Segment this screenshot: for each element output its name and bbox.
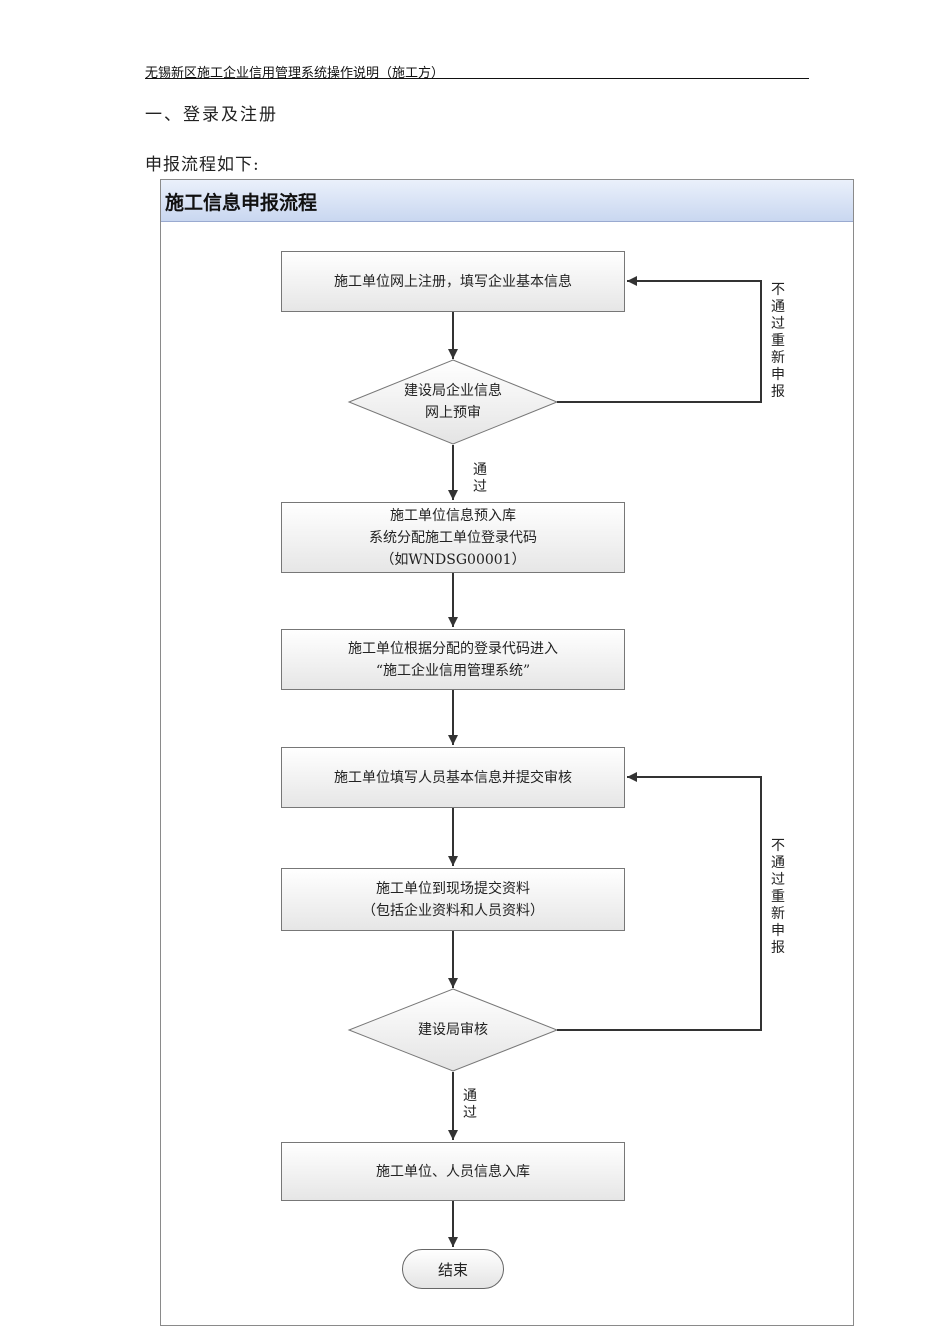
step-prestore-line2: 系统分配施工单位登录代码 <box>369 529 537 546</box>
step-store-info: 施工单位、人员信息入库 <box>281 1142 625 1201</box>
reject-label-1: 不通过重新申报 <box>771 282 785 400</box>
intro-text: 申报流程如下: <box>145 155 260 175</box>
prereview-decision-diamond <box>347 359 559 445</box>
header-divider <box>145 78 809 79</box>
document-header-title: 无锡新区施工企业信用管理系统操作说明（施工方） <box>145 66 445 81</box>
pass-label-2: 通过 <box>463 1088 477 1121</box>
step-prestore-line3: （如WNDSG00001） <box>380 551 526 568</box>
reject-label-2: 不通过重新申报 <box>771 838 785 956</box>
flowchart-title: 施工信息申报流程 <box>165 192 318 214</box>
prereview-label-line2: 网上预审 <box>425 405 481 421</box>
step-online-registration: 施工单位网上注册，填写企业基本信息 <box>281 251 625 312</box>
step-store-info-label: 施工单位、人员信息入库 <box>376 1163 530 1180</box>
step-submit-materials: 施工单位到现场提交资料 （包括企业资料和人员资料） <box>281 868 625 931</box>
review-decision-diamond <box>347 988 559 1072</box>
reject-loop-2 <box>557 772 762 1031</box>
step-login-line1: 施工单位根据分配的登录代码进入 <box>348 640 558 657</box>
flowchart-title-bar: 施工信息申报流程 <box>161 180 853 222</box>
review-label: 建设局审核 <box>418 1022 488 1038</box>
step-submit-line2: （包括企业资料和人员资料） <box>362 902 544 919</box>
end-terminator-label: 结束 <box>437 1260 468 1279</box>
step-prestore: 施工单位信息预入库 系统分配施工单位登录代码 （如WNDSG00001） <box>281 502 625 573</box>
prereview-label: 建设局企业信息 网上预审 <box>349 380 557 424</box>
section-heading: 一、登录及注册 <box>145 105 278 125</box>
pass-label-1: 通过 <box>473 462 487 495</box>
reject-loop-1 <box>557 276 762 403</box>
step-fill-personnel-label: 施工单位填写人员基本信息并提交审核 <box>334 769 572 786</box>
step-login-system: 施工单位根据分配的登录代码进入 “施工企业信用管理系统” <box>281 629 625 690</box>
prereview-label-line1: 建设局企业信息 <box>404 383 502 399</box>
step-fill-personnel: 施工单位填写人员基本信息并提交审核 <box>281 747 625 808</box>
step-prestore-line1: 施工单位信息预入库 <box>390 507 516 524</box>
end-terminator: 结束 <box>402 1249 504 1289</box>
step-submit-line1: 施工单位到现场提交资料 <box>376 880 530 897</box>
step-login-line2: “施工企业信用管理系统” <box>375 662 531 679</box>
step-online-registration-label: 施工单位网上注册，填写企业基本信息 <box>334 273 572 290</box>
